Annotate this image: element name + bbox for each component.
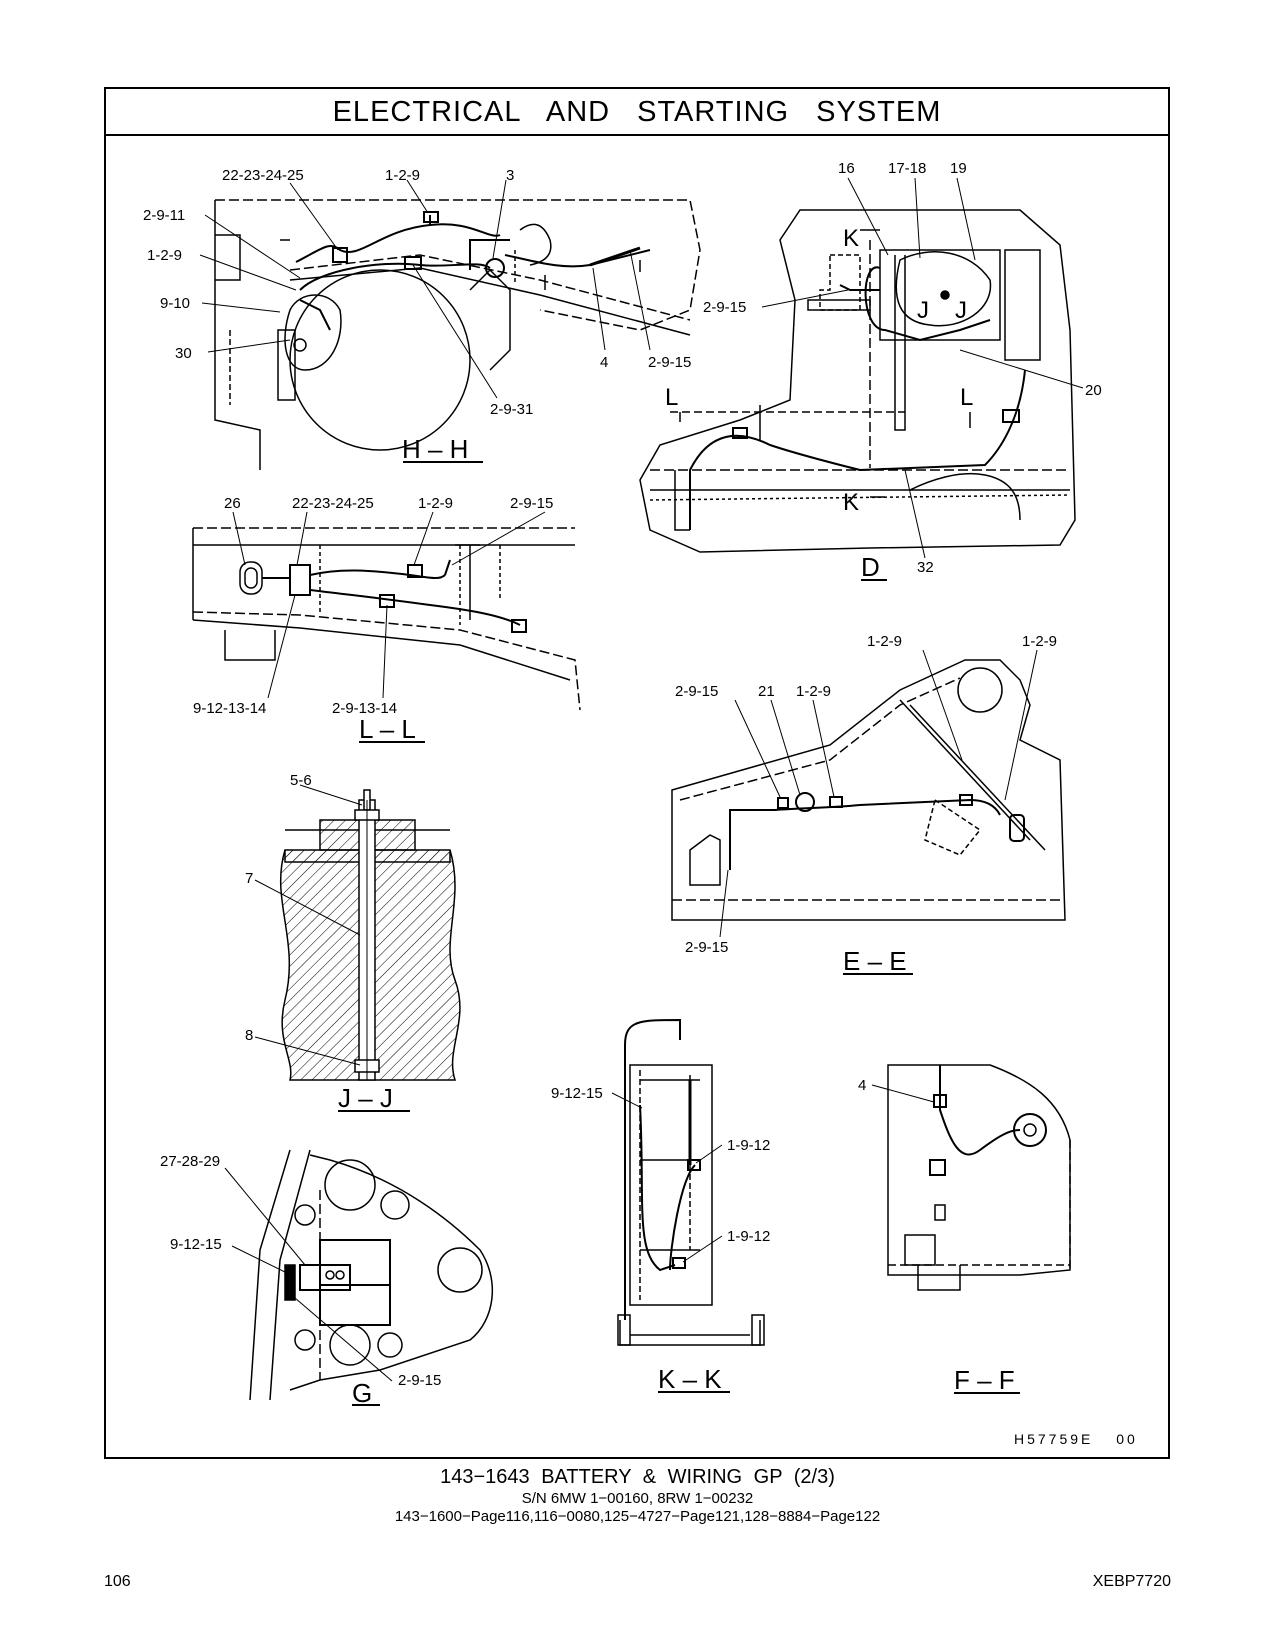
callout-ee-5: 1-2-9 [796,683,831,700]
view-kk-drawing [617,1018,765,1346]
callout-ff-1: 4 [858,1077,866,1094]
view-label-ll: L – L [359,714,416,744]
callout-ee-3: 2-9-15 [675,683,718,700]
callout-hh-8: 4 [600,354,608,371]
view-label-g: G [352,1378,372,1408]
view-jj-drawing [279,789,461,1081]
callout-hh-1: 22-23-24-25 [222,167,304,184]
document-id: XEBP7720 [1092,1573,1171,1590]
callout-d-2: 17-18 [888,160,926,177]
callout-d-6: 32 [917,559,934,576]
view-label-ee: E – E [843,946,907,976]
callout-hh-9: 2-9-15 [648,354,691,371]
view-label-kk: K – K [658,1364,722,1394]
callout-hh-7: 30 [175,345,192,362]
view-ff-drawing [887,1064,1071,1291]
callout-jj-3: 8 [245,1027,253,1044]
view-hh-drawing [214,199,701,470]
drawing-id: H57759E 00 [1014,1431,1138,1447]
section-mark-l-right: L [960,384,973,411]
callout-ee-4: 21 [758,683,775,700]
callout-ll-1: 26 [224,495,241,512]
callout-hh-10: 2-9-31 [490,401,533,418]
view-label-hh: H – H [402,434,468,464]
reference-pages-line: 143−1600−Page116,116−0080,125−4727−Page1… [394,1508,881,1525]
callout-ee-2: 1-2-9 [1022,633,1057,650]
callout-g-1: 27-28-29 [160,1153,220,1170]
callout-d-3: 19 [950,160,967,177]
callout-hh-2: 1-2-9 [385,167,420,184]
callout-ll-5: 9-12-13-14 [193,700,266,717]
callout-jj-1: 5-6 [290,772,312,789]
page-number: 106 [104,1573,131,1590]
callout-d-1: 16 [838,160,855,177]
callout-jj-2: 7 [245,870,253,887]
view-label-d: D [861,552,880,582]
callout-ll-3: 1-2-9 [418,495,453,512]
section-mark-j-right: J [955,297,967,324]
callout-ll-2: 22-23-24-25 [292,495,374,512]
section-mark-l-left: L [665,384,678,411]
callout-d-5: 20 [1085,382,1102,399]
section-mark-k-bottom: K [843,489,859,516]
view-ee-drawing [671,659,1066,921]
drawing-frame: ELECTRICAL AND STARTING SYSTEM [104,87,1170,1459]
view-label-jj: J – J [338,1083,393,1113]
callout-hh-5: 1-2-9 [147,247,182,264]
callout-hh-4: 2-9-11 [143,207,185,224]
callout-g-3: 2-9-15 [398,1372,441,1389]
serial-number-line: S/N 6MW 1−00160, 8RW 1−00232 [521,1490,754,1507]
callout-ee-6: 2-9-15 [685,939,728,956]
callout-g-2: 9-12-15 [170,1236,222,1253]
callout-ee-1: 1-2-9 [867,633,902,650]
callout-kk-2: 1-9-12 [727,1137,770,1154]
callout-d-4: 2-9-15 [703,299,746,316]
callout-ll-6: 2-9-13-14 [332,700,397,717]
callout-ll-4: 2-9-15 [510,495,553,512]
page-title: ELECTRICAL AND STARTING SYSTEM [106,89,1168,136]
view-g-drawing [249,1149,493,1401]
view-ll-drawing [192,527,581,711]
view-d-drawing [639,209,1076,553]
section-mark-k-top: K [843,225,859,252]
view-label-ff: F – F [954,1365,1015,1395]
part-number-line: 143−1643 BATTERY & WIRING GP (2/3) [440,1466,835,1488]
section-mark-j-left: J [917,297,929,324]
callout-hh-6: 9-10 [160,295,190,312]
callout-hh-3: 3 [506,167,514,184]
callout-kk-3: 1-9-12 [727,1228,770,1245]
callout-kk-1: 9-12-15 [551,1085,603,1102]
